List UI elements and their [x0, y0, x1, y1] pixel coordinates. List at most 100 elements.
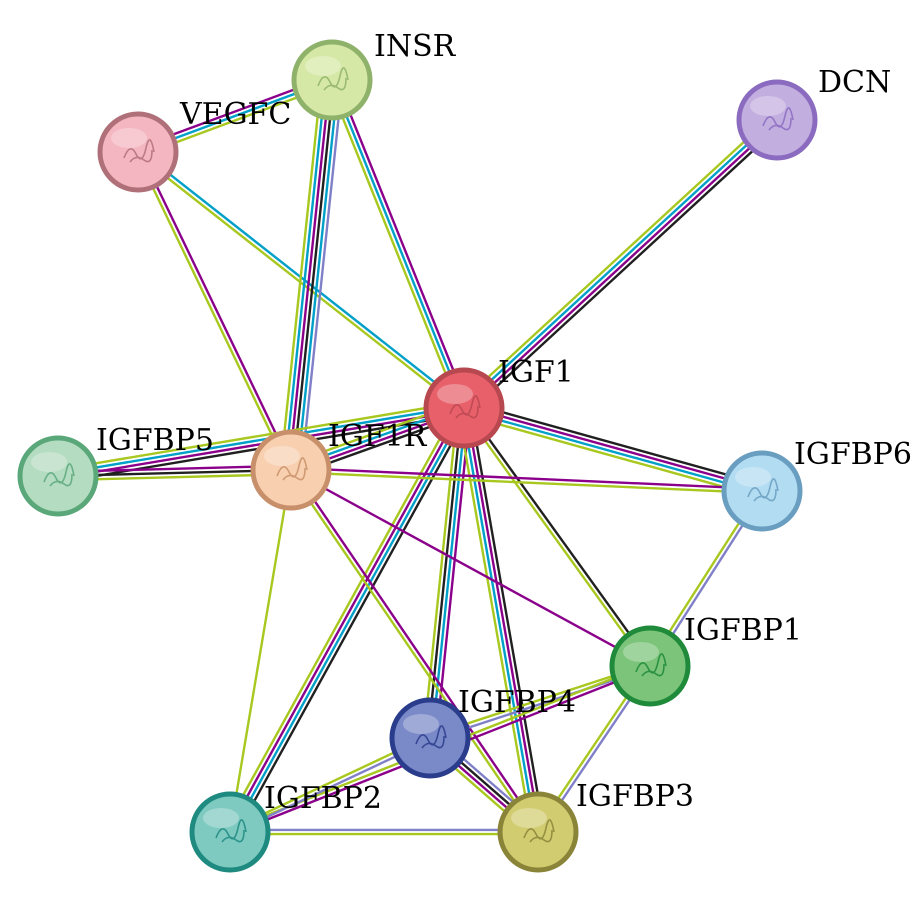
edge-evidence-line — [56, 400, 464, 471]
edge-evidence-line — [465, 400, 765, 487]
edge-igf1-igfbp1 — [461, 406, 653, 668]
edge-evidence-line — [461, 117, 777, 408]
edge-evidence-line — [461, 408, 650, 668]
edge-evidence-line — [290, 468, 651, 668]
node-igfbp3[interactable] — [497, 791, 579, 873]
edge-evidence-line — [435, 408, 472, 739]
edge-igf1-igfbp2 — [223, 404, 471, 836]
edge-evidence-line — [458, 114, 774, 405]
node-label-igfbp2: IGFBP2 — [264, 781, 382, 816]
protein-structure-icon — [276, 457, 308, 481]
edge-evidence-line — [334, 77, 470, 407]
protein-structure-icon — [123, 139, 155, 163]
edge-igf1r-igfbp3 — [288, 468, 541, 834]
node-highlight — [750, 96, 786, 116]
edge-evidence-line — [291, 466, 763, 491]
edge-evidence-line — [326, 81, 462, 411]
edge-evidence-line — [291, 468, 541, 832]
edge-evidence-line — [422, 407, 459, 738]
edge-evidence-line — [234, 410, 471, 836]
node-highlight — [735, 467, 771, 487]
node-circle — [609, 625, 691, 707]
node-label-igfbp6: IGFBP6 — [794, 437, 912, 472]
node-highlight — [437, 384, 473, 404]
node-circle — [250, 429, 332, 511]
node-circle — [291, 39, 373, 121]
node-highlight — [264, 446, 300, 466]
edge-evidence-line — [467, 123, 783, 414]
node-circle — [97, 111, 179, 193]
edge-dcn-igf1 — [458, 114, 783, 414]
node-highlight — [31, 452, 67, 472]
edge-evidence-line — [57, 404, 464, 476]
node-dcn[interactable] — [736, 79, 818, 161]
protein-structure-icon — [215, 819, 247, 843]
node-igf1[interactable] — [423, 367, 505, 449]
protein-structure-icon — [523, 819, 555, 843]
edge-evidence-line — [288, 470, 538, 834]
edge-evidence-line — [296, 80, 340, 471]
edge-evidence-line — [279, 78, 323, 470]
node-circle — [736, 79, 818, 161]
node-label-dcn: DCN — [818, 65, 891, 100]
protein-structure-icon — [317, 67, 349, 91]
node-label-insr: INSR — [374, 29, 457, 64]
edge-igfbp2-igfbp3 — [230, 828, 538, 836]
edge-evidence-line — [138, 149, 467, 408]
node-insr[interactable] — [291, 39, 373, 121]
edge-evidence-line — [330, 79, 466, 409]
edge-igf1r-igfbp2 — [228, 469, 293, 833]
edge-insr-igf1r — [279, 78, 344, 472]
node-highlight — [203, 808, 239, 828]
node-layer — [17, 39, 818, 873]
edge-evidence-line — [461, 412, 761, 499]
protein-structure-icon — [747, 478, 779, 502]
node-highlight — [623, 642, 659, 662]
node-circle — [423, 367, 505, 449]
node-label-igf1r: IGF1R — [328, 419, 428, 454]
edge-igf1r-igfbp6 — [290, 466, 763, 495]
edge-evidence-line — [460, 408, 538, 833]
edge-evidence-line — [230, 408, 467, 834]
node-igfbp2[interactable] — [189, 791, 271, 873]
node-label-igfbp1: IGFBP1 — [684, 613, 802, 648]
edge-evidence-line — [464, 406, 653, 666]
protein-structure-icon — [415, 725, 447, 749]
node-igfbp1[interactable] — [609, 625, 691, 707]
node-igfbp6[interactable] — [721, 450, 803, 532]
edge-evidence-line — [283, 79, 327, 470]
node-vegfc[interactable] — [97, 111, 179, 193]
node-label-igfbp5: IGFBP5 — [96, 423, 214, 458]
edge-vegfc-igf1r — [135, 150, 294, 472]
node-igfbp5[interactable] — [17, 435, 99, 517]
node-igfbp4[interactable] — [389, 697, 471, 779]
node-label-igf1: IGF1 — [498, 355, 574, 390]
protein-structure-icon — [43, 463, 75, 487]
edge-evidence-line — [223, 404, 460, 830]
node-circle — [189, 791, 271, 873]
node-highlight — [403, 714, 439, 734]
edge-evidence-line — [228, 469, 293, 833]
edge-igf1-igfbp6 — [461, 400, 765, 499]
node-circle — [389, 697, 471, 779]
node-highlight — [511, 808, 547, 828]
edge-evidence-line — [287, 79, 332, 470]
edge-evidence-line — [290, 470, 762, 495]
node-label-igfbp4: IGFBP4 — [458, 685, 576, 720]
edge-evidence-line — [463, 408, 762, 495]
edge-insr-igf1 — [326, 77, 470, 411]
node-igf1r[interactable] — [250, 429, 332, 511]
edge-evidence-line — [135, 152, 291, 472]
edge-evidence-line — [464, 407, 542, 832]
edge-evidence-line — [464, 120, 780, 411]
node-circle — [721, 450, 803, 532]
edge-evidence-line — [291, 80, 336, 471]
edge-evidence-line — [138, 150, 294, 470]
node-highlight — [111, 128, 147, 148]
edge-igf1r-igfbp1 — [290, 468, 651, 668]
protein-structure-icon — [449, 395, 481, 419]
protein-structure-icon — [762, 107, 794, 131]
node-highlight — [305, 56, 341, 76]
